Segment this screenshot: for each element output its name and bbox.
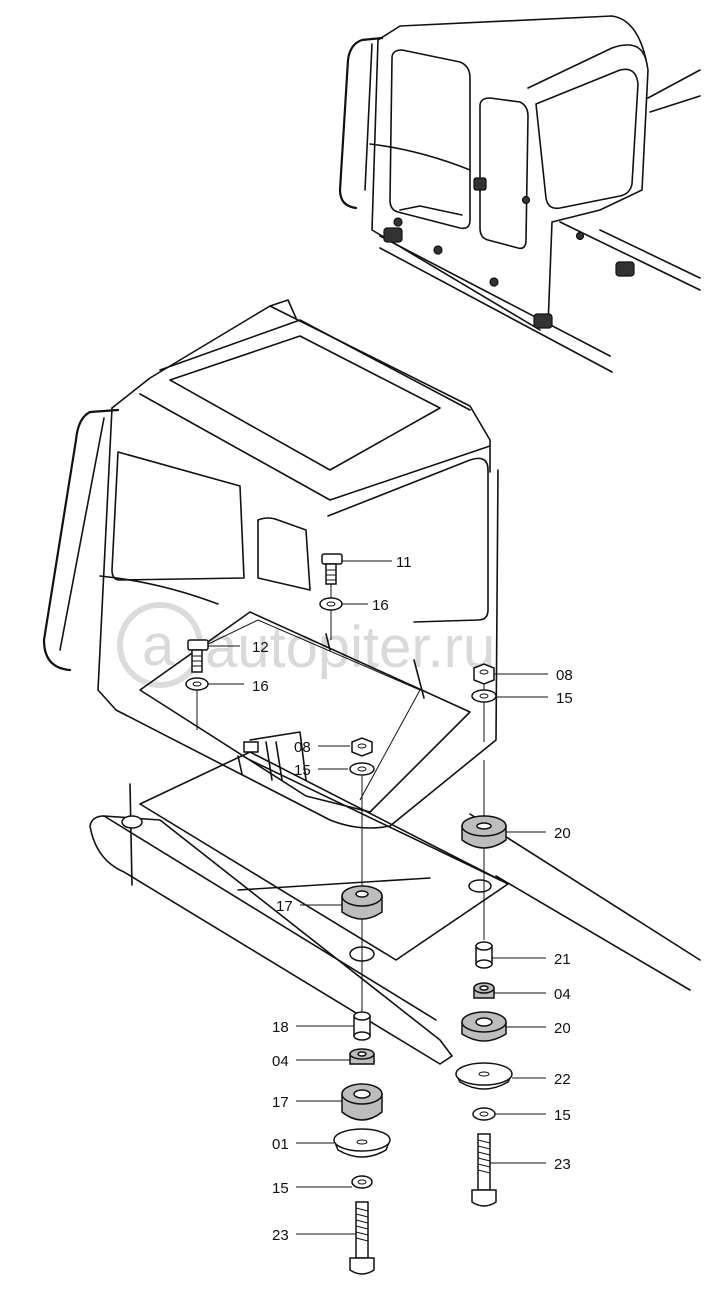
callout-17-lower: 17 [272, 1094, 289, 1111]
callout-23-right: 23 [554, 1156, 571, 1173]
callout-21: 21 [554, 951, 571, 968]
spacer-04-left [349, 1048, 375, 1065]
washer-16-upper [319, 597, 343, 611]
washer-15-right [471, 689, 497, 703]
callout-01: 01 [272, 1136, 289, 1153]
callout-18: 18 [272, 1019, 289, 1036]
cab-body [42, 299, 499, 829]
washer-16-lower [185, 677, 209, 691]
rubber-mount-20-lower [461, 1011, 507, 1042]
callout-08-right: 08 [556, 667, 573, 684]
collar-18 [353, 1011, 371, 1041]
callout-04-right: 04 [554, 986, 571, 1003]
callout-04-left: 04 [272, 1053, 289, 1070]
assembly-center-lines [196, 580, 485, 1020]
spacer-04-right [473, 982, 495, 999]
plate-01 [333, 1128, 391, 1158]
callout-22: 22 [554, 1071, 571, 1088]
frame [89, 731, 701, 1065]
watermark: a autopiter.ru [117, 602, 495, 688]
nut-08-center [351, 737, 373, 757]
bolt-23-left [349, 1201, 375, 1275]
callout-15-left-lower: 15 [272, 1180, 289, 1197]
rubber-mount-17-lower [341, 1083, 383, 1121]
bolt-11 [321, 553, 343, 585]
bolt-12 [187, 639, 209, 673]
callout-17-upper: 17 [276, 898, 293, 915]
rubber-mount-20-upper [461, 815, 507, 849]
callout-labels: 11 16 12 16 08 15 08 15 20 17 21 04 18 2… [252, 554, 573, 1244]
plate-22 [455, 1062, 513, 1090]
callout-15-center: 15 [294, 762, 311, 779]
watermark-text: autopiter.ru [205, 615, 495, 680]
callout-16-lower: 16 [252, 678, 269, 695]
washer-15-left-lower [351, 1175, 373, 1189]
washer-15-right-lower [472, 1107, 496, 1121]
callout-20-upper: 20 [554, 825, 571, 842]
collar-21 [475, 941, 493, 969]
leader-lines [208, 560, 548, 1235]
rubber-mount-17-upper [341, 885, 383, 920]
callout-11: 11 [396, 554, 412, 571]
callout-23-left: 23 [272, 1227, 289, 1244]
watermark-logo: a [142, 613, 175, 678]
inset-cab-on-frame [338, 15, 701, 373]
callout-12: 12 [252, 639, 269, 656]
callout-15-right-lower: 15 [554, 1107, 571, 1124]
callout-20-lower: 20 [554, 1020, 571, 1037]
bolt-23-right [471, 1133, 497, 1207]
callout-15-right: 15 [556, 690, 573, 707]
callout-16-upper: 16 [372, 597, 389, 614]
washer-15-center [349, 762, 375, 776]
nut-08-right [473, 663, 495, 685]
callout-08-center: 08 [294, 739, 311, 756]
parts [185, 553, 513, 1275]
